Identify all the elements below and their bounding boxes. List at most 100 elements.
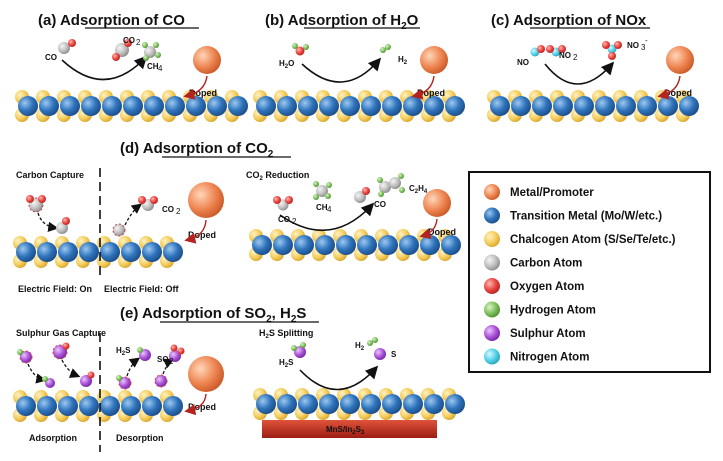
metal-promoter-atom [666,46,694,74]
transition-metal-atom [298,96,318,116]
transition-metal-atom [361,96,381,116]
svg-text:CO: CO [162,205,174,214]
transition-metal-atom [420,235,440,255]
transition-metal-atom [37,396,57,416]
svg-text:H2: H2 [398,55,408,66]
no-molecule: NO [517,45,545,67]
co-molecule: CO [45,39,76,62]
panel-d-title: (d) Adsorption of CO2 [120,140,274,160]
metal-promoter-atom [193,46,221,74]
legend-swatch [484,278,500,294]
transition-metal-atom [637,96,657,116]
transition-metal-atom [361,394,381,414]
transition-metal-atom [39,96,59,116]
transition-metal-atom [553,96,573,116]
svg-text:-: - [645,36,648,45]
transition-metal-atom [658,96,678,116]
h2s-splitting-label: H2S Splitting [259,328,313,340]
transition-metal-atom [144,96,164,116]
lattice-a [15,90,248,122]
legend-label: Nitrogen Atom [510,352,589,364]
transition-metal-atom [123,96,143,116]
co-product: CO [354,187,386,209]
substrate-layer [262,420,437,438]
transition-metal-atom [186,96,206,116]
transition-metal-atom [121,242,141,262]
transition-metal-atom [679,96,699,116]
panel-e-title: (e) Adsorption of SO2, H2S [120,305,306,325]
legend-label: Oxygen Atom [510,281,584,293]
svg-text:CO: CO [374,200,386,209]
legend-label: Sulphur Atom [510,328,586,340]
co2-reduction-label: CO2 Reduction [246,170,309,182]
svg-text:C2H4: C2H4 [409,184,428,195]
co2-capture-molecule [26,195,70,234]
transition-metal-atom [403,96,423,116]
svg-text:CO: CO [45,53,57,62]
transition-metal-atom [616,96,636,116]
svg-text:CO: CO [123,36,135,45]
transition-metal-atom [163,242,183,262]
field-off-label: Electric Field: Off [104,284,180,294]
svg-text:4: 4 [327,205,332,214]
svg-text:H2S: H2S [116,346,131,357]
reaction-arrow [544,61,615,85]
svg-text:CH: CH [316,203,328,212]
legend-box [468,171,711,373]
transition-metal-atom [18,96,38,116]
panel-b: (b) Adsorption of H2O Doped H2O H2 [253,12,465,122]
h2-molecule: H2 [380,44,408,66]
doped-label: Doped [664,88,692,98]
reaction-arrow [61,55,148,81]
reaction-arrow [299,365,379,391]
metal-promoter-atom [188,182,224,218]
transition-metal-atom [79,396,99,416]
svg-text:NO: NO [627,41,639,50]
sulphur-product: S [374,348,397,360]
legend-swatch [484,184,500,200]
svg-text:4: 4 [158,64,163,73]
substrate-label: MnS/In2S3 [326,425,365,436]
legend-swatch [484,325,500,341]
panel-e: (e) Adsorption of SO2, H2S Sulphur Gas C… [13,305,465,452]
transition-metal-atom [256,394,276,414]
panel-b-title: (b) Adsorption of H2O [265,12,419,32]
transition-metal-atom [58,242,78,262]
transition-metal-atom [382,96,402,116]
transition-metal-atom [16,242,36,262]
transition-metal-atom [142,396,162,416]
svg-text:CO: CO [278,215,290,224]
transition-metal-atom [315,235,335,255]
svg-text:2: 2 [292,217,297,226]
sulphur-capture-label: Sulphur Gas Capture [16,328,106,338]
svg-text:S: S [391,350,397,359]
c2h4-product: C2H4 [377,173,428,197]
transition-metal-atom [294,235,314,255]
transition-metal-atom [424,394,444,414]
doped-label: Doped [189,88,217,98]
panel-c-title: (c) Adsorption of NOx [491,12,647,29]
transition-metal-atom [100,396,120,416]
svg-text:CH: CH [147,62,159,71]
h2o-molecule: H2O [279,43,309,70]
transition-metal-atom [319,394,339,414]
legend-swatch [484,231,500,247]
lattice-d-right [249,229,461,261]
legend-swatch [484,254,500,271]
transition-metal-atom [382,394,402,414]
transition-metal-atom [273,235,293,255]
transition-metal-atom [58,396,78,416]
transition-metal-atom [60,96,80,116]
transition-metal-atom [121,396,141,416]
legend-label: Chalcogen Atom (S/Se/Te/etc.) [510,234,676,246]
transition-metal-atom [445,394,465,414]
reaction-arrow [279,202,375,232]
transition-metal-atom [399,235,419,255]
